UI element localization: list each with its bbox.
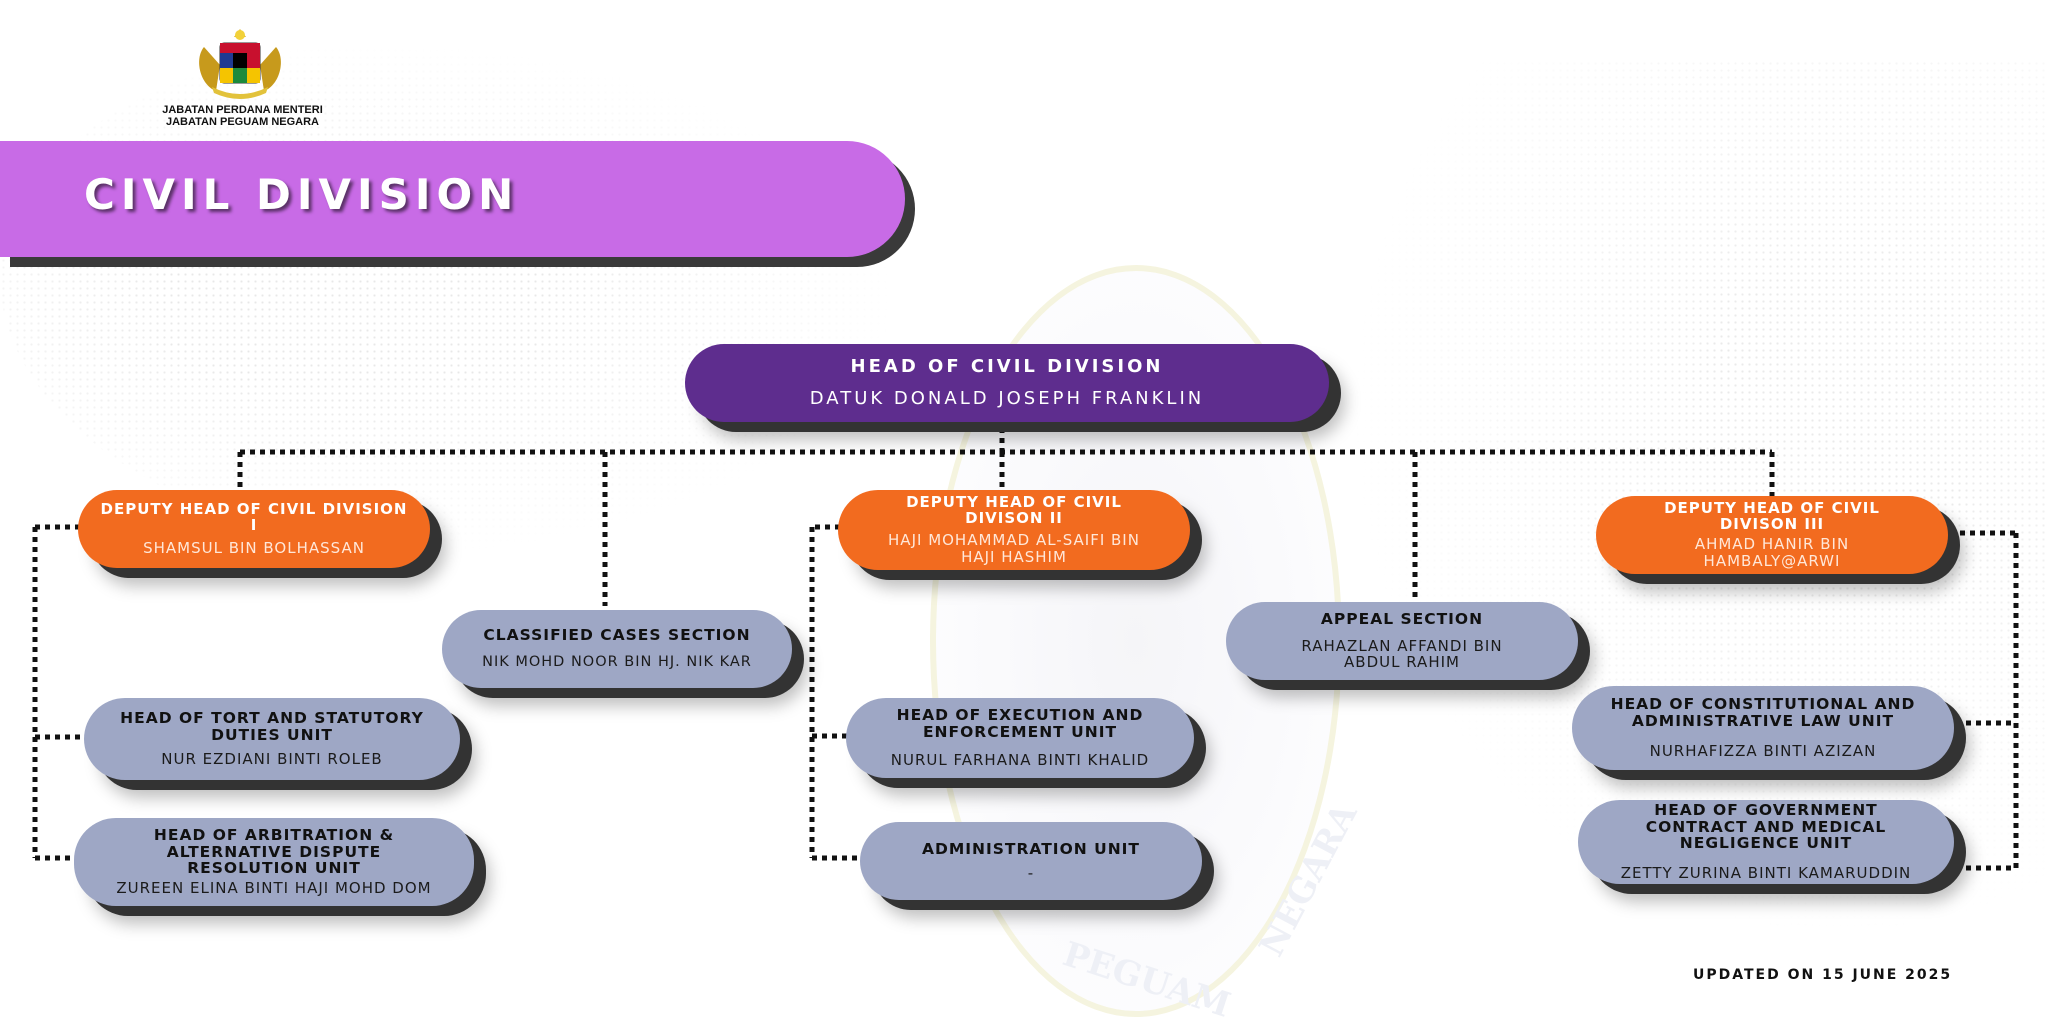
- classified-section-title: CLASSIFIED CASES SECTION: [483, 625, 751, 644]
- constitutional-unit-title: HEAD OF CONSTITUTIONAL AND ADMINISTRATIV…: [1610, 695, 1916, 730]
- tort-unit-title: HEAD OF TORT AND STATUTORY DUTIES UNIT: [120, 709, 424, 744]
- deputy-3-title: DEPUTY HEAD OF CIVIL DIVISON III: [1664, 498, 1880, 533]
- government-contract-unit-title: HEAD OF GOVERNMENT CONTRACT AND MEDICAL …: [1645, 801, 1887, 852]
- deputy-head-1-box: DEPUTY HEAD OF CIVIL DIVISION I SHAMSUL …: [78, 490, 430, 568]
- agency-name: JABATAN PEGUAM NEGARA: [166, 116, 319, 128]
- page-title: CIVIL DIVISION: [84, 170, 520, 219]
- deputy-head-2-box: DEPUTY HEAD OF CIVIL DIVISON II HAJI MOH…: [838, 490, 1190, 570]
- administration-unit-box: ADMINISTRATION UNIT -: [860, 822, 1202, 900]
- arbitration-adr-unit-box: HEAD OF ARBITRATION & ALTERNATIVE DISPUT…: [74, 818, 474, 906]
- deputy-1-title: DEPUTY HEAD OF CIVIL DIVISION I: [100, 500, 408, 534]
- tort-unit-name: NUR EZDIANI BINTI ROLEB: [161, 750, 383, 769]
- constitutional-unit-name: NURHAFIZZA BINTI AZIZAN: [1649, 742, 1877, 761]
- execution-unit-name: NURUL FARHANA BINTI KHALID: [890, 751, 1150, 770]
- execution-unit-title: HEAD OF EXECUTION AND ENFORCEMENT UNIT: [896, 706, 1144, 741]
- tort-statutory-unit-box: HEAD OF TORT AND STATUTORY DUTIES UNIT N…: [84, 698, 460, 780]
- government-contract-unit-name: ZETTY ZURINA BINTI KAMARUDDIN: [1620, 864, 1912, 883]
- deputy-head-3-box: DEPUTY HEAD OF CIVIL DIVISON III AHMAD H…: [1596, 496, 1948, 574]
- government-contract-unit-box: HEAD OF GOVERNMENT CONTRACT AND MEDICAL …: [1578, 800, 1954, 884]
- administration-unit-name: -: [1027, 863, 1035, 882]
- title-banner: [0, 141, 905, 257]
- head-title: HEAD OF CIVIL DIVISION: [850, 355, 1164, 377]
- deputy-3-name: AHMAD HANIR BIN HAMBALY@ARWI: [1694, 535, 1850, 570]
- ministry-name: JABATAN PERDANA MENTERI: [162, 104, 323, 116]
- appeal-section-name: RAHAZLAN AFFANDI BIN ABDUL RAHIM: [1301, 636, 1503, 672]
- appeal-section-title: APPEAL SECTION: [1320, 610, 1484, 629]
- arbitration-unit-name: ZUREEN ELINA BINTI HAJI MOHD DOM: [116, 879, 432, 898]
- org-chart-connectors: [32, 428, 2019, 871]
- execution-enforcement-unit-box: HEAD OF EXECUTION AND ENFORCEMENT UNIT N…: [846, 698, 1194, 778]
- last-updated-note: UPDATED ON 15 JUNE 2025: [1693, 967, 1953, 983]
- deputy-2-name: HAJI MOHAMMAD AL-SAIFI BIN HAJI HASHIM: [888, 531, 1140, 566]
- arbitration-unit-title: HEAD OF ARBITRATION & ALTERNATIVE DISPUT…: [153, 826, 395, 877]
- deputy-1-name: SHAMSUL BIN BOLHASSAN: [143, 538, 365, 557]
- appeal-section-box: APPEAL SECTION RAHAZLAN AFFANDI BIN ABDU…: [1226, 602, 1578, 680]
- constitutional-admin-law-unit-box: HEAD OF CONSTITUTIONAL AND ADMINISTRATIV…: [1572, 686, 1954, 770]
- deputy-2-title: DEPUTY HEAD OF CIVIL DIVISON II: [906, 492, 1122, 527]
- head-of-division-box: HEAD OF CIVIL DIVISION DATUK DONALD JOSE…: [685, 344, 1329, 422]
- administration-unit-title: ADMINISTRATION UNIT: [921, 839, 1141, 858]
- head-name: DATUK DONALD JOSEPH FRANKLIN: [809, 387, 1205, 409]
- dotted-wave-decoration-left: [0, 40, 900, 560]
- classified-cases-section-box: CLASSIFIED CASES SECTION NIK MOHD NOOR B…: [442, 610, 792, 688]
- coat-of-arms-logo: [190, 25, 290, 100]
- classified-section-name: NIK MOHD NOOR BIN HJ. NIK KAR: [482, 654, 752, 671]
